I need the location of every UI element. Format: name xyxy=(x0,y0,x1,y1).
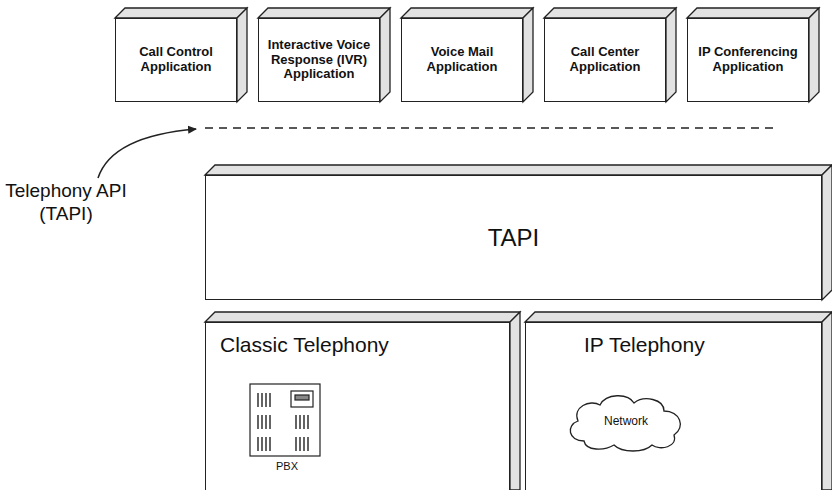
application-box: Interactive Voice Response (IVR) Applica… xyxy=(258,18,380,102)
box-label: IP Telephony xyxy=(584,333,705,357)
application-box: Voice Mail Application xyxy=(401,18,523,102)
network-cloud: Network xyxy=(564,391,688,453)
pbx-symbol xyxy=(250,384,320,456)
box-label: Interactive Voice Response (IVR) Applica… xyxy=(265,38,373,83)
box-label: TAPI xyxy=(488,224,540,252)
tapi-layer-box: TAPI xyxy=(205,175,822,300)
box-label: IP Conferencing Application xyxy=(694,45,802,75)
application-box: Call Center Application xyxy=(544,18,666,102)
telephony-box: Classic Telephony xyxy=(205,322,510,490)
api-label: Telephony API (TAPI) xyxy=(0,180,132,226)
pbx-label: PBX xyxy=(262,460,312,473)
telephony-box: IP TelephonyNetwork xyxy=(525,322,822,490)
api-boundary-line xyxy=(205,127,775,129)
application-box: Call Control Application xyxy=(115,18,237,102)
box-label: Classic Telephony xyxy=(220,333,389,357)
cloud-label: Network xyxy=(604,415,648,429)
box-3d-faces xyxy=(115,8,832,490)
leader-arrow xyxy=(98,129,196,178)
box-label: Voice Mail Application xyxy=(408,45,516,75)
application-box: IP Conferencing Application xyxy=(687,18,809,102)
box-label: Call Center Application xyxy=(551,45,659,75)
box-label: Call Control Application xyxy=(122,45,230,75)
